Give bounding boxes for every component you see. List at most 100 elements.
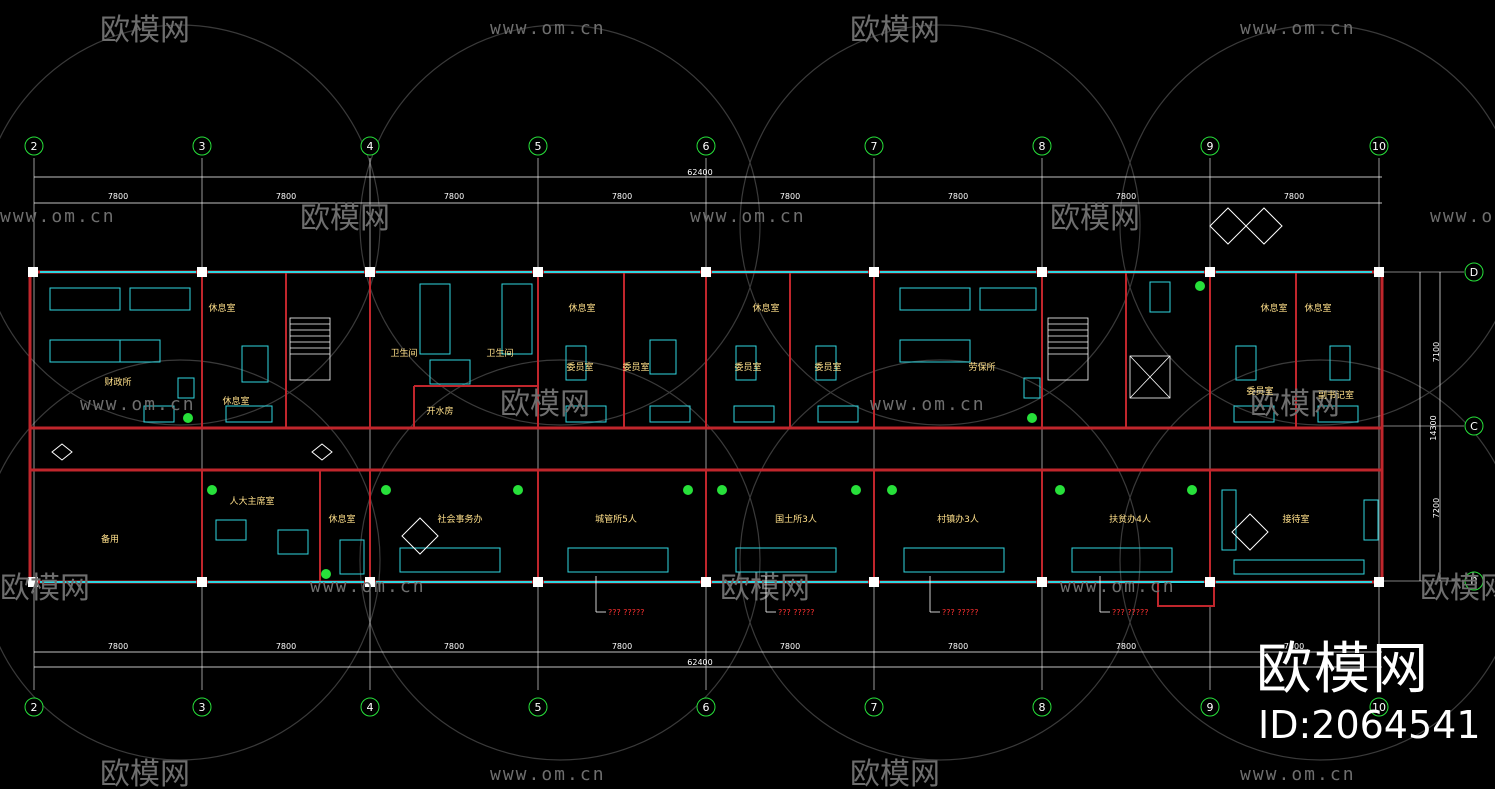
axis-label: 6 [703, 140, 710, 153]
axis-bubble [1369, 697, 1389, 717]
axis-label: 8 [1039, 140, 1046, 153]
watermark-logo: 欧模网 [100, 757, 190, 789]
room-label: 休息室 [568, 302, 595, 314]
right-dimension: 7200 [1432, 498, 1441, 518]
right-dimension-total: 14300 [1429, 415, 1438, 440]
axis-label: 4 [367, 701, 374, 714]
bay-dimension-bottom: 7800 [1116, 642, 1136, 651]
watermark-url: www.om.cn [1430, 206, 1495, 227]
axis-label: 2 [31, 701, 38, 714]
bay-dimension-bottom: 7800 [276, 642, 296, 651]
room-label: 财政所 [104, 376, 131, 388]
watermark-logo: 欧模网 [1420, 571, 1495, 606]
watermark-url: www.om.cn [490, 18, 606, 39]
room-label: 休息室 [1260, 302, 1287, 314]
axis-bubble [1464, 262, 1484, 282]
axis-bubble [528, 697, 548, 717]
axis-bubble [1464, 416, 1484, 436]
axis-bubble [360, 136, 380, 156]
bay-dimension-top: 7800 [948, 192, 968, 201]
right-dimension: 7100 [1432, 342, 1441, 362]
leader-note: ??? ????? [942, 608, 979, 617]
watermark-logo: 欧模网 [0, 571, 90, 606]
room-label: 卫生间 [390, 347, 417, 359]
axis-bubble [24, 136, 44, 156]
room-label: 休息室 [328, 513, 355, 525]
axis-bubble [192, 136, 212, 156]
axis-bubble [864, 697, 884, 717]
axis-label: 3 [199, 701, 206, 714]
watermark-logo: 欧模网 [850, 757, 940, 789]
room-label: 委员室 [814, 361, 841, 373]
axis-label: 5 [535, 140, 542, 153]
watermark-logo: 欧模网 [500, 387, 590, 422]
room-label: 劳保所 [968, 361, 995, 373]
axis-bubble [24, 697, 44, 717]
axis-bubble [1464, 571, 1484, 591]
room-label: 国土所3人 [775, 513, 817, 525]
axis-label: D [1470, 266, 1478, 279]
leader-note: ??? ????? [608, 608, 645, 617]
axis-bubble [1032, 697, 1052, 717]
plants [183, 281, 1205, 579]
bay-dimension-bottom: 7800 [108, 642, 128, 651]
watermark-circles [0, 24, 1495, 761]
room-label: 人大主席室 [229, 495, 274, 507]
watermark-url: www.om.cn [1240, 764, 1356, 785]
axis-bubble [696, 136, 716, 156]
axis-label: 9 [1207, 701, 1214, 714]
watermark-url: www.om.cn [690, 206, 806, 227]
furniture [49, 281, 1379, 575]
room-label: 开水房 [426, 405, 453, 417]
bay-dimension-bottom: 7800 [612, 642, 632, 651]
axis-label: B [1470, 575, 1478, 588]
bay-dimension-top: 7800 [780, 192, 800, 201]
brand-title: 欧模网 [1256, 637, 1430, 702]
watermark-url: www.om.cn [490, 764, 606, 785]
room-label: 扶贫办4人 [1109, 513, 1151, 525]
column-posts [28, 267, 1384, 587]
bay-dimension-top: 7800 [1116, 192, 1136, 201]
watermark-url: www.om.cn [1240, 18, 1356, 39]
room-label: 备用 [101, 533, 119, 545]
watermark-url: www.om.cn [1060, 576, 1176, 597]
room-label: 委员室 [566, 361, 593, 373]
room-label: 委员室 [734, 361, 761, 373]
watermark-url: www.om.cn [0, 206, 116, 227]
room-label: 休息室 [222, 395, 249, 407]
partition-walls [201, 272, 1297, 607]
room-label: 接待室 [1282, 513, 1309, 525]
axis-label: 10 [1372, 140, 1386, 153]
watermark-logo: 欧模网 [100, 13, 190, 48]
axis-label: 3 [199, 140, 206, 153]
axis-bubble [864, 136, 884, 156]
image-id-label: ID:2064541 [1258, 703, 1481, 747]
total-dimension-top: 62400 [687, 168, 712, 177]
watermark-url: www.om.cn [80, 394, 196, 415]
axis-label: 7 [871, 140, 878, 153]
axis-label: C [1470, 420, 1478, 433]
watermark-logo: 欧模网 [300, 201, 390, 236]
bay-dimension-bottom: 7800 [1284, 642, 1304, 651]
axis-label: 7 [871, 701, 878, 714]
room-label: 卫生间 [486, 347, 513, 359]
bay-dimension-top: 7800 [444, 192, 464, 201]
room-label: 休息室 [208, 302, 235, 314]
leader-notes: ??? ????? ??? ????? ??? ????? ??? ????? [595, 576, 1149, 617]
watermark-logo: 欧模网 [1050, 201, 1140, 236]
axis-bubble [1032, 136, 1052, 156]
axis-bubble [1200, 697, 1220, 717]
bay-dimension-bottom: 7800 [444, 642, 464, 651]
axis-label: 5 [535, 701, 542, 714]
bay-dimension-top: 7800 [108, 192, 128, 201]
axis-bubble [528, 136, 548, 156]
axis-label: 2 [31, 140, 38, 153]
bay-dimension-top: 7800 [1284, 192, 1304, 201]
axis-bubble [1369, 136, 1389, 156]
room-labels: 财政所 休息室 休息室 卫生间 卫生间 开水房 休息室 委员室 委员室 休息室 … [101, 302, 1354, 545]
watermark-url: www.om.cn [870, 394, 986, 415]
room-label: 城管所5人 [595, 513, 637, 525]
leader-note: ??? ????? [1112, 608, 1149, 617]
axis-label: 6 [703, 701, 710, 714]
